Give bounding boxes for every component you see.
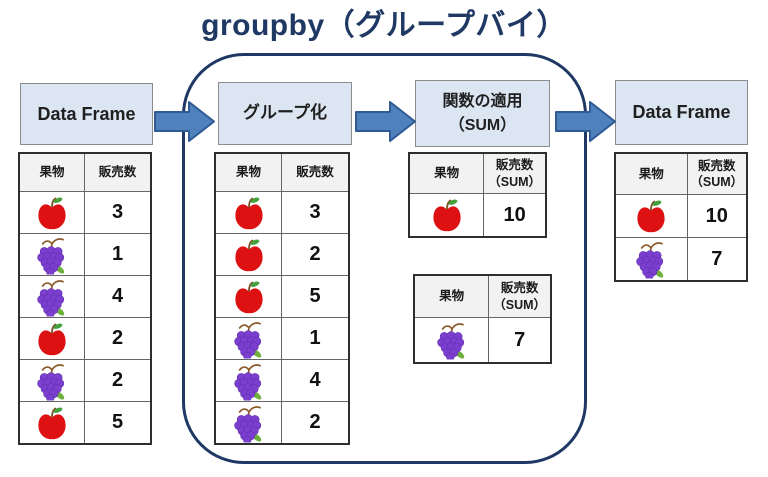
apple-icon (232, 235, 266, 275)
fruit-cell (616, 195, 688, 237)
sales-value: 2 (309, 243, 321, 265)
stage-label-text: Data Frame (37, 103, 136, 124)
sales-value: 3 (111, 201, 124, 223)
column-header-sales: 販売数 (296, 165, 334, 180)
sales-value: 7 (711, 247, 723, 270)
column-header-fruit: 果物 (410, 154, 485, 193)
sales-value: 1 (309, 327, 321, 349)
apple-icon (35, 193, 69, 233)
column-header-fruit: 果物 (216, 154, 282, 191)
table-row: 2 (20, 317, 150, 359)
table-header-row: 果物 販売数 （SUM） (410, 154, 545, 193)
column-header-sales-sum: 販売数 （SUM） (488, 158, 542, 189)
table-header-row: 果物 販売数 (20, 154, 150, 191)
flow-arrow-icon (355, 99, 417, 144)
apple-icon (430, 195, 464, 235)
grape-icon (35, 277, 69, 317)
fruit-cell (20, 192, 85, 233)
flow-arrow-icon (154, 99, 216, 144)
fruit-cell (20, 318, 85, 359)
sales-value: 4 (309, 369, 321, 391)
fruit-cell (216, 234, 282, 275)
sum-table-grape: 果物 販売数 （SUM） 7 (413, 274, 552, 364)
stage-label-text: グループ化 (243, 103, 327, 123)
grape-icon (232, 403, 266, 443)
stage-label-groupby: グループ化 (218, 82, 352, 145)
groupby-pipeline-frame (182, 53, 587, 464)
table-header-row: 果物 販売数 （SUM） (415, 276, 550, 317)
sales-value: 10 (705, 204, 728, 227)
sales-value: 2 (111, 369, 124, 391)
table-row: 2 (216, 233, 348, 275)
stage-label-text: Data Frame (632, 102, 731, 123)
table-row: 7 (415, 317, 550, 362)
apple-icon (35, 403, 69, 443)
table-header-row: 果物 販売数 （SUM） (616, 154, 746, 194)
fruit-cell (415, 318, 490, 362)
fruit-cell (20, 360, 85, 401)
output-table: 果物 販売数 （SUM） 10 7 (614, 152, 748, 282)
fruit-cell (410, 194, 485, 236)
table-row: 2 (216, 401, 348, 443)
fruit-cell (20, 276, 85, 317)
sales-value: 7 (514, 328, 526, 351)
column-header-sales: 販売数 (98, 165, 137, 180)
grape-icon (35, 361, 69, 401)
fruit-cell (20, 402, 85, 443)
column-header-fruit: 果物 (20, 154, 85, 191)
sales-value: 2 (309, 411, 321, 433)
stage-label-dataframe-output: Data Frame (615, 80, 748, 145)
table-row: 10 (410, 193, 545, 236)
sales-value: 5 (111, 411, 124, 433)
input-table: 果物 販売数 3 1 4 2 2 5 (18, 152, 152, 445)
grouped-table: 果物 販売数 3 2 5 1 4 2 (214, 152, 350, 445)
table-row: 5 (20, 401, 150, 443)
grape-icon (232, 361, 266, 401)
table-row: 2 (20, 359, 150, 401)
sales-value: 5 (309, 285, 321, 307)
column-header-sales-sum: 販売数 （SUM） (690, 158, 744, 189)
table-row: 4 (20, 275, 150, 317)
fruit-cell (216, 192, 282, 233)
table-row: 3 (20, 191, 150, 233)
apple-icon (232, 193, 266, 233)
stage-label-dataframe-input: Data Frame (20, 83, 153, 145)
fruit-cell (216, 276, 282, 317)
apple-icon (634, 196, 668, 236)
fruit-cell (216, 318, 282, 359)
fruit-cell (20, 234, 85, 275)
stage-label-apply-sum: 関数の適用 （SUM） (415, 80, 550, 147)
table-row: 1 (216, 317, 348, 359)
grape-icon (435, 320, 469, 360)
fruit-cell (216, 402, 282, 443)
fruit-cell (616, 238, 688, 280)
sales-value: 10 (503, 203, 526, 226)
sales-value: 4 (111, 285, 124, 307)
table-row: 7 (616, 237, 746, 280)
apple-icon (35, 319, 69, 359)
grape-icon (35, 235, 69, 275)
sales-value: 3 (309, 201, 321, 223)
stage-label-text: 関数の適用 （SUM） (442, 93, 523, 134)
table-row: 3 (216, 191, 348, 233)
table-row: 10 (616, 194, 746, 237)
grape-icon (634, 239, 668, 279)
apple-icon (232, 277, 266, 317)
sales-value: 1 (111, 243, 124, 265)
column-header-fruit: 果物 (616, 154, 688, 194)
column-header-sales-sum: 販売数 （SUM） (493, 281, 547, 312)
table-header-row: 果物 販売数 (216, 154, 348, 191)
fruit-cell (216, 360, 282, 401)
sum-table-apple: 果物 販売数 （SUM） 10 (408, 152, 547, 238)
table-row: 4 (216, 359, 348, 401)
sales-value: 2 (111, 327, 124, 349)
flow-arrow-icon (555, 99, 617, 144)
column-header-fruit: 果物 (415, 276, 490, 317)
table-row: 1 (20, 233, 150, 275)
grape-icon (232, 319, 266, 359)
table-row: 5 (216, 275, 348, 317)
page-title: groupby（グループバイ） (201, 9, 567, 42)
